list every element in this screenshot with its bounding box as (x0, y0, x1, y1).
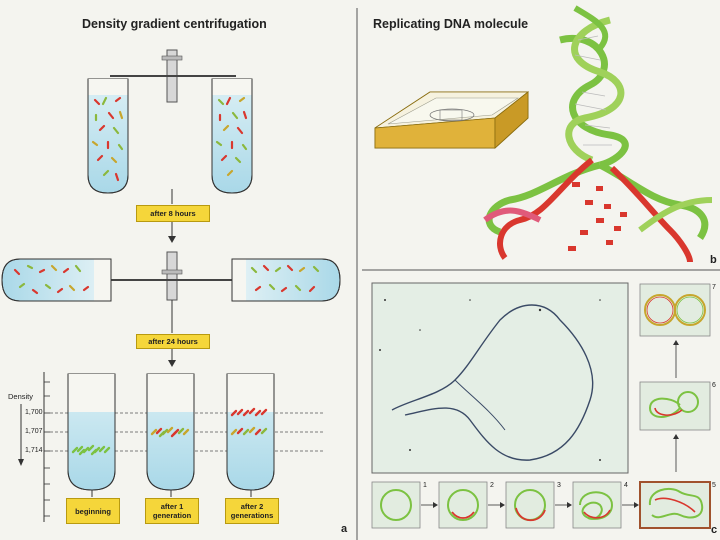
tube-right-horizontal (232, 259, 340, 301)
density-value-3: 1,714 (25, 447, 43, 454)
replication-stage-1 (372, 482, 420, 528)
tube-left-vertical (88, 79, 128, 193)
replication-stage-4 (573, 482, 621, 528)
label-after-8-hours: after 8 hours (136, 205, 210, 222)
stage-number-7: 7 (712, 284, 716, 291)
stage-number-1: 1 (423, 482, 427, 489)
replication-stage-7 (640, 284, 710, 336)
stage-number-6: 6 (712, 382, 716, 389)
replication-stage-2 (439, 482, 487, 528)
replication-stage-5 (640, 482, 710, 528)
rotor-middle (110, 252, 232, 300)
label-after-24-hours: after 24 hours (136, 334, 210, 349)
label-after-2-generations: after 2 generations (225, 498, 279, 524)
tube-after-1-generation (147, 374, 194, 490)
stage-number-3: 3 (557, 482, 561, 489)
panel-b-letter: b (710, 254, 717, 266)
stage-number-2: 2 (490, 482, 494, 489)
tube-after-2-generations (227, 374, 274, 490)
density-value-1: 1,700 (25, 409, 43, 416)
electron-micrograph (372, 283, 628, 473)
stage-number-5: 5 (712, 482, 716, 489)
label-beginning: beginning (66, 498, 120, 524)
stage-number-4: 4 (624, 482, 628, 489)
tube-right-vertical (212, 79, 252, 193)
replication-stage-6 (640, 382, 710, 430)
replication-stage-3 (506, 482, 554, 528)
panel-c-letter: c (711, 524, 717, 536)
density-value-2: 1,707 (25, 428, 43, 435)
label-after-1-generation: after 1 generation (145, 498, 199, 524)
dna-helix (485, 8, 712, 262)
panel-a-letter: a (341, 523, 347, 535)
gel-box (375, 92, 528, 148)
density-axis-label: Density (8, 392, 33, 401)
tube-left-horizontal (2, 259, 111, 301)
tube-beginning (68, 374, 115, 490)
